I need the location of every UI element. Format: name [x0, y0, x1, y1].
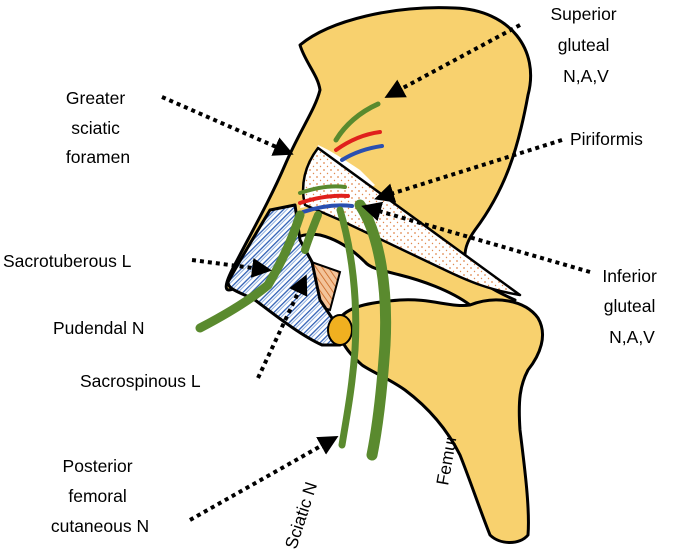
label-sciatic: Sciatic N — [281, 479, 321, 551]
label-greater-sciatic-foramen: Greater sciatic foramen — [66, 88, 130, 167]
pointer-sacrospinous — [256, 274, 308, 379]
label-posterior-femoral-cutaneous: Posterior femoral cutaneous N — [51, 456, 149, 536]
label-pudendal: Pudendal N — [53, 318, 144, 338]
nerve-branch — [301, 211, 322, 254]
superior-gluteal-artery — [334, 130, 382, 152]
label-pointers — [161, 23, 591, 522]
pointer-superior-gluteal — [384, 23, 521, 98]
inferior-gluteal-vein — [301, 203, 354, 214]
pointer-inferior-gluteal — [361, 201, 591, 274]
superior-gluteal-vein — [340, 144, 384, 162]
label-piriformis: Piriformis — [570, 129, 643, 149]
label-superior-gluteal: Superior gluteal N,A,V — [550, 4, 621, 86]
ischial-tuberosity — [327, 314, 353, 346]
pointer-piriformis — [374, 138, 563, 203]
pudendal-nerve — [195, 210, 305, 333]
superior-gluteal-nerve — [333, 101, 381, 143]
ilium-bone — [224, 6, 533, 311]
inferior-gluteal-artery — [298, 193, 350, 205]
label-femur: Femur — [432, 433, 461, 486]
inferior-gluteal-nerve — [298, 184, 347, 195]
posterior-femoral-cutaneous-nerve — [336, 206, 360, 449]
label-inferior-gluteal: Inferior gluteal N,A,V — [602, 266, 661, 347]
pointer-posterior-femoral — [189, 436, 339, 522]
label-sacrotuberous: Sacrotuberous L — [3, 251, 132, 271]
sciatic-nerve — [354, 199, 392, 461]
femur-bone — [337, 298, 544, 544]
pointer-greater-sciatic — [161, 95, 294, 156]
label-sacrospinous: Sacrospinous L — [80, 371, 201, 391]
